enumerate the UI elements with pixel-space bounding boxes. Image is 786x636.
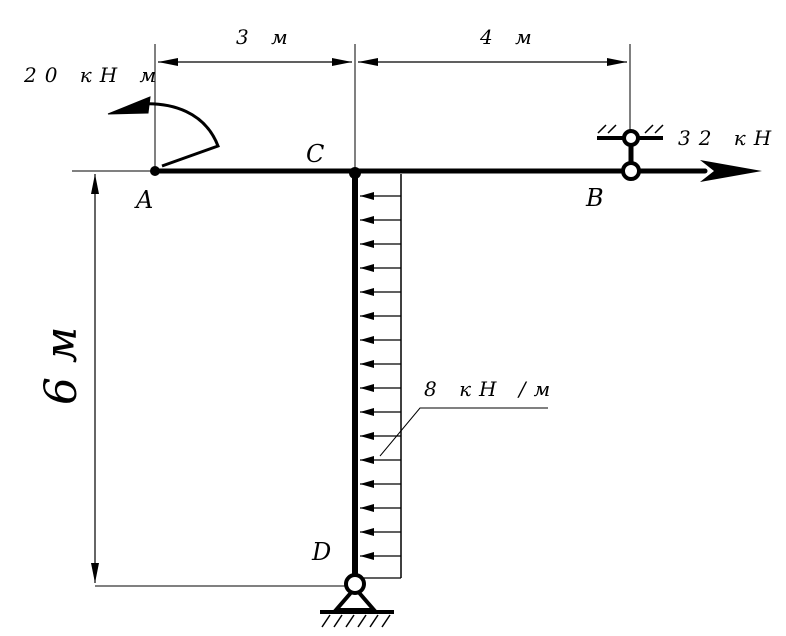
roller-ground-hatch xyxy=(597,124,664,134)
point-label-a: A xyxy=(134,186,153,214)
roller-hinge-top xyxy=(622,129,640,147)
moment-label: 20 кН м xyxy=(23,63,164,87)
distributed-load-label: 8 кН /м xyxy=(424,377,558,401)
dimension-extension-lines xyxy=(72,44,631,587)
force-label: 32 кН xyxy=(678,126,779,150)
dim-label-cb: 4 м xyxy=(479,25,540,49)
moment-arc xyxy=(139,102,220,168)
point-label-b: B xyxy=(585,184,604,212)
point-label-c: C xyxy=(306,140,324,168)
force-arrow-head xyxy=(700,160,762,182)
dim-label-ac: 3 м xyxy=(236,25,296,49)
pin-hinge xyxy=(344,573,366,595)
joint-a xyxy=(150,166,160,176)
moment-arrow-head xyxy=(107,96,151,115)
distributed-load xyxy=(358,174,402,579)
moment-symbol xyxy=(107,96,220,168)
frame-members xyxy=(152,168,708,581)
point-label-d: D xyxy=(311,538,331,566)
pin-ground-hatch xyxy=(321,614,391,628)
dim-label-height: 6 м xyxy=(36,327,87,405)
load-arrows xyxy=(360,192,401,560)
roller-support-b xyxy=(597,124,664,181)
joint-c xyxy=(349,167,361,179)
dimension-lines xyxy=(91,58,627,583)
roller-hinge-bottom xyxy=(621,161,641,181)
load-leader-line xyxy=(379,407,548,457)
pin-support-d xyxy=(320,573,394,628)
